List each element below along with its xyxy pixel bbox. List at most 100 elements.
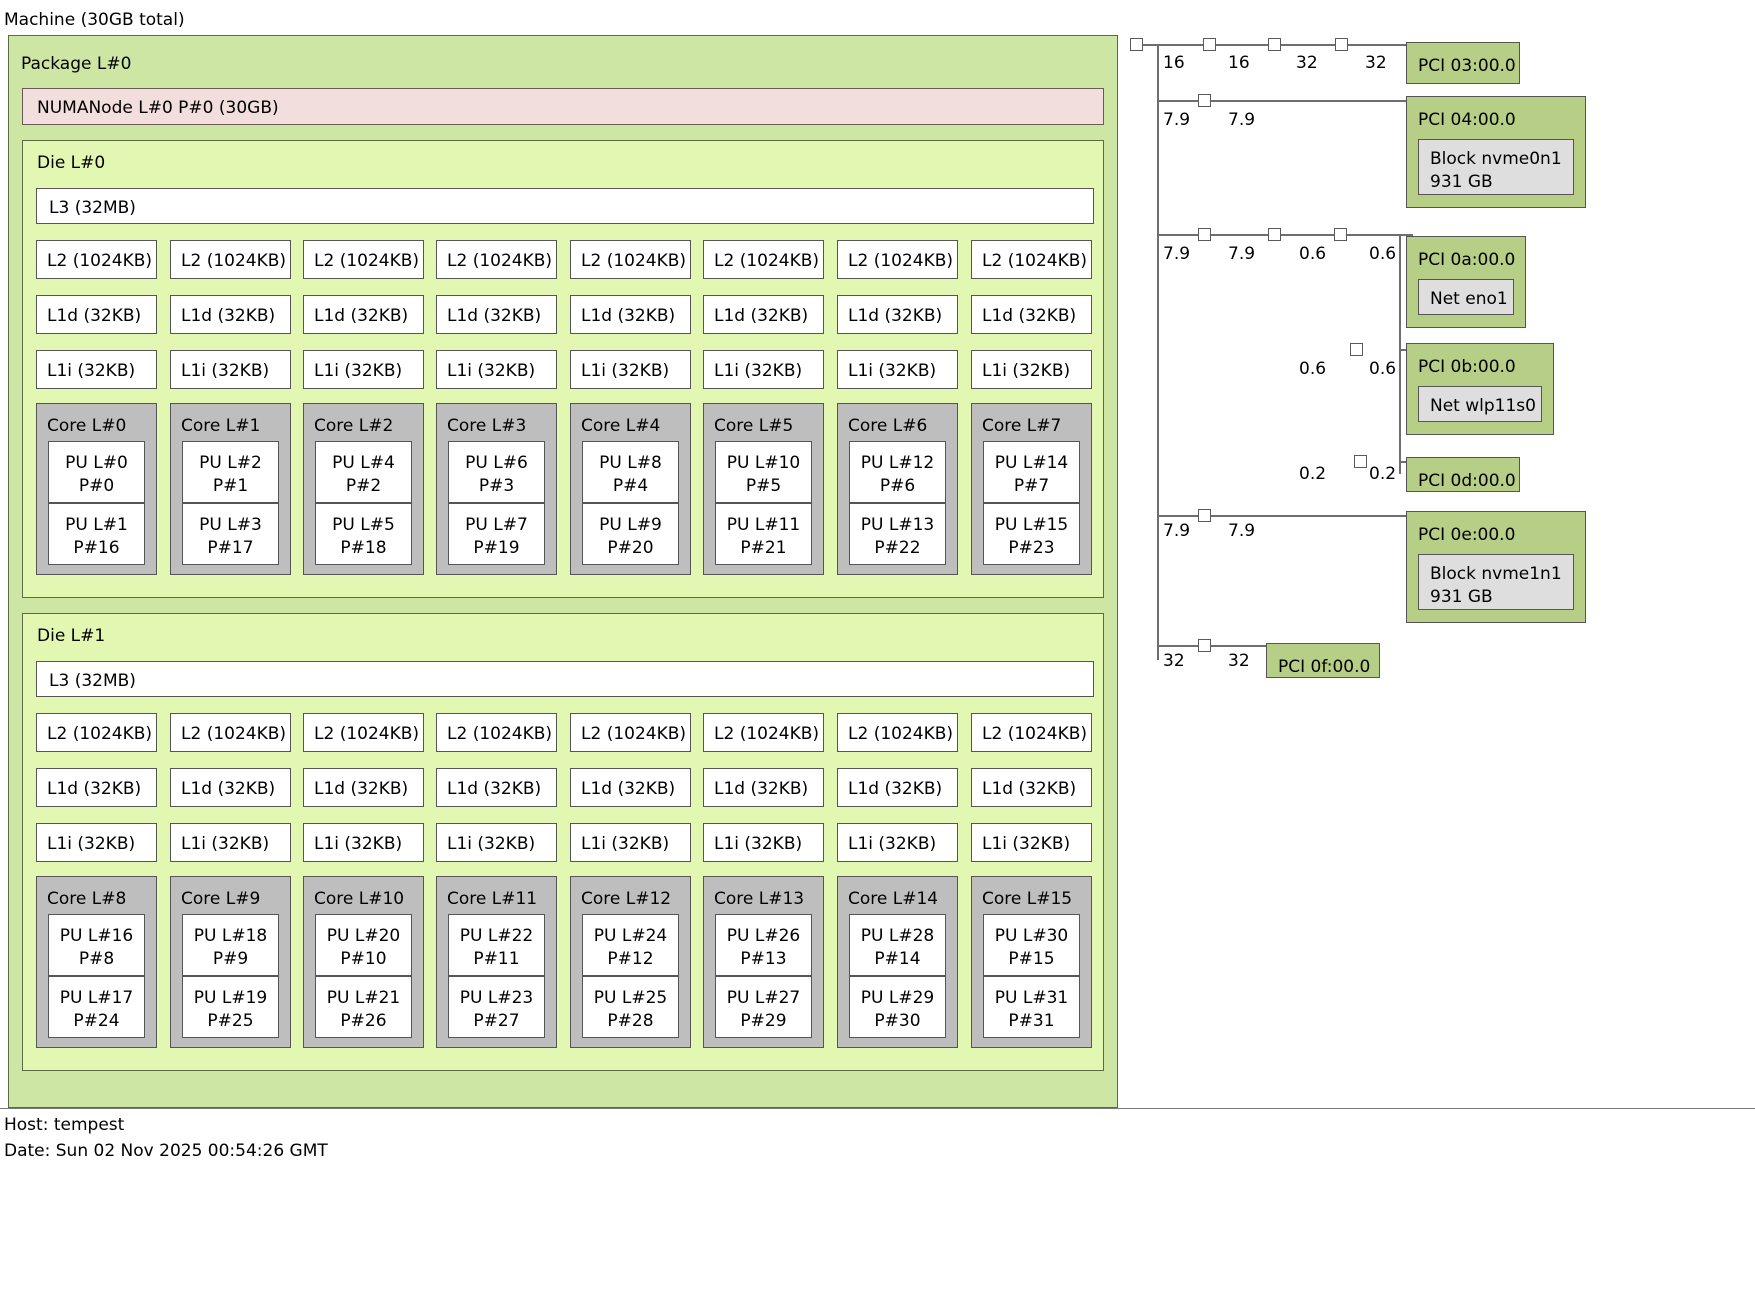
l2-cache-0-6: L2 (1024KB) <box>837 240 958 279</box>
l2-cache-0-2: L2 (1024KB) <box>303 240 424 279</box>
pu-logical-index: PU L#14 <box>994 453 1069 473</box>
link-label-row3-c: 0.6 <box>1299 244 1327 264</box>
l1i-cache-label: L1i (32KB) <box>581 834 670 854</box>
l1d-cache-label: L1d (32KB) <box>181 779 276 799</box>
pci-device-label: PCI 0a:00.0 <box>1418 250 1516 270</box>
link-label-row4-a: 0.6 <box>1299 359 1327 379</box>
pci-row1-line <box>1157 44 1406 46</box>
l2-cache-1-5: L2 (1024KB) <box>703 713 824 752</box>
pu-physical-index: P#23 <box>1008 538 1055 558</box>
l1d-cache-label: L1d (32KB) <box>848 306 943 326</box>
l1i-cache-1-0: L1i (32KB) <box>36 823 157 862</box>
pu-logical-index: PU L#16 <box>59 926 134 946</box>
link-label-row2-b: 7.9 <box>1228 110 1256 130</box>
pci-device-box-4[interactable]: PCI 0d:00.0 <box>1406 457 1520 492</box>
core-label: Core L#7 <box>982 416 1062 436</box>
pu-logical-index: PU L#23 <box>459 988 534 1008</box>
l2-cache-1-7: L2 (1024KB) <box>971 713 1092 752</box>
pu-logical-index: PU L#19 <box>193 988 268 1008</box>
l2-cache-0-3: L2 (1024KB) <box>436 240 557 279</box>
footer-date: Date: Sun 02 Nov 2025 00:54:26 GMT <box>4 1141 328 1161</box>
l1d-cache-0-5: L1d (32KB) <box>703 295 824 334</box>
l1i-cache-0-1: L1i (32KB) <box>170 350 291 389</box>
pu-physical-index: P#13 <box>740 949 787 969</box>
pci-device-label: PCI 0e:00.0 <box>1418 525 1516 545</box>
pci-row7-line <box>1157 645 1266 647</box>
pci-device-box-0[interactable]: PCI 03:00.0 <box>1406 42 1520 84</box>
l1d-cache-0-2: L1d (32KB) <box>303 295 424 334</box>
l2-cache-label: L2 (1024KB) <box>848 251 954 271</box>
l1i-cache-label: L1i (32KB) <box>714 834 803 854</box>
l1i-cache-1-2: L1i (32KB) <box>303 823 424 862</box>
pu-physical-index: P#8 <box>78 949 115 969</box>
os-device-box-3[interactable]: Net wlp11s0 <box>1418 386 1542 422</box>
l1d-cache-label: L1d (32KB) <box>848 779 943 799</box>
l1d-cache-1-7: L1d (32KB) <box>971 768 1092 807</box>
pci-row7-node <box>1198 639 1211 652</box>
core-label: Core L#13 <box>714 889 805 909</box>
pci-row3-node-c <box>1334 228 1347 241</box>
l3-cache-label-0: L3 (32MB) <box>49 198 136 218</box>
pci-row1-node-b <box>1268 38 1281 51</box>
l2-cache-label: L2 (1024KB) <box>314 724 420 744</box>
pci-main-spine <box>1157 44 1159 660</box>
l1d-cache-0-4: L1d (32KB) <box>570 295 691 334</box>
pu-logical-index: PU L#7 <box>465 515 528 535</box>
l2-cache-label: L2 (1024KB) <box>47 724 153 744</box>
l1d-cache-0-7: L1d (32KB) <box>971 295 1092 334</box>
l1d-cache-label: L1d (32KB) <box>47 779 142 799</box>
os-device-label: Net eno1 <box>1430 289 1508 309</box>
pu-logical-index: PU L#10 <box>726 453 801 473</box>
pci-device-label: PCI 0f:00.0 <box>1278 657 1371 677</box>
l2-cache-1-0: L2 (1024KB) <box>36 713 157 752</box>
l1i-cache-1-5: L1i (32KB) <box>703 823 824 862</box>
pu-physical-index: P#21 <box>740 538 787 558</box>
pu-physical-index: P#14 <box>874 949 921 969</box>
l1i-cache-label: L1i (32KB) <box>982 361 1071 381</box>
pu-logical-index: PU L#13 <box>860 515 935 535</box>
pu-logical-index: PU L#21 <box>326 988 401 1008</box>
l1i-cache-0-7: L1i (32KB) <box>971 350 1092 389</box>
l2-cache-1-4: L2 (1024KB) <box>570 713 691 752</box>
link-label-row4-b: 0.6 <box>1369 359 1397 379</box>
l1i-cache-0-5: L1i (32KB) <box>703 350 824 389</box>
l1i-cache-1-7: L1i (32KB) <box>971 823 1092 862</box>
l1i-cache-0-0: L1i (32KB) <box>36 350 157 389</box>
pu-physical-index: P#18 <box>340 538 387 558</box>
os-device-label: Block nvme0n1 <box>1430 149 1562 169</box>
pci-device-label: PCI 0b:00.0 <box>1418 357 1516 377</box>
pu-physical-index: P#26 <box>340 1011 387 1031</box>
pu-physical-index: P#1 <box>212 476 249 496</box>
l1d-cache-1-0: L1d (32KB) <box>36 768 157 807</box>
pu-logical-index: PU L#5 <box>332 515 395 535</box>
pu-logical-index: PU L#15 <box>994 515 1069 535</box>
pci-device-box-6[interactable]: PCI 0f:00.0 <box>1266 643 1380 678</box>
pu-logical-index: PU L#18 <box>193 926 268 946</box>
l3-cache-1: L3 (32MB) <box>36 661 1094 697</box>
pu-logical-index: PU L#24 <box>593 926 668 946</box>
link-label-row6-b: 7.9 <box>1228 521 1256 541</box>
pci-row3-node-b <box>1268 228 1281 241</box>
l2-cache-label: L2 (1024KB) <box>714 724 820 744</box>
core-label: Core L#2 <box>314 416 394 436</box>
link-label-row1-b: 16 <box>1228 53 1250 73</box>
l1i-cache-label: L1i (32KB) <box>181 834 270 854</box>
machine-title: Machine (30GB total) <box>4 10 185 30</box>
l1i-cache-1-1: L1i (32KB) <box>170 823 291 862</box>
os-device-box-2[interactable]: Net eno1 <box>1418 279 1514 315</box>
pci-row6-line <box>1157 515 1406 517</box>
l1d-cache-label: L1d (32KB) <box>581 779 676 799</box>
l1i-cache-1-6: L1i (32KB) <box>837 823 958 862</box>
pu-logical-index: PU L#22 <box>459 926 534 946</box>
